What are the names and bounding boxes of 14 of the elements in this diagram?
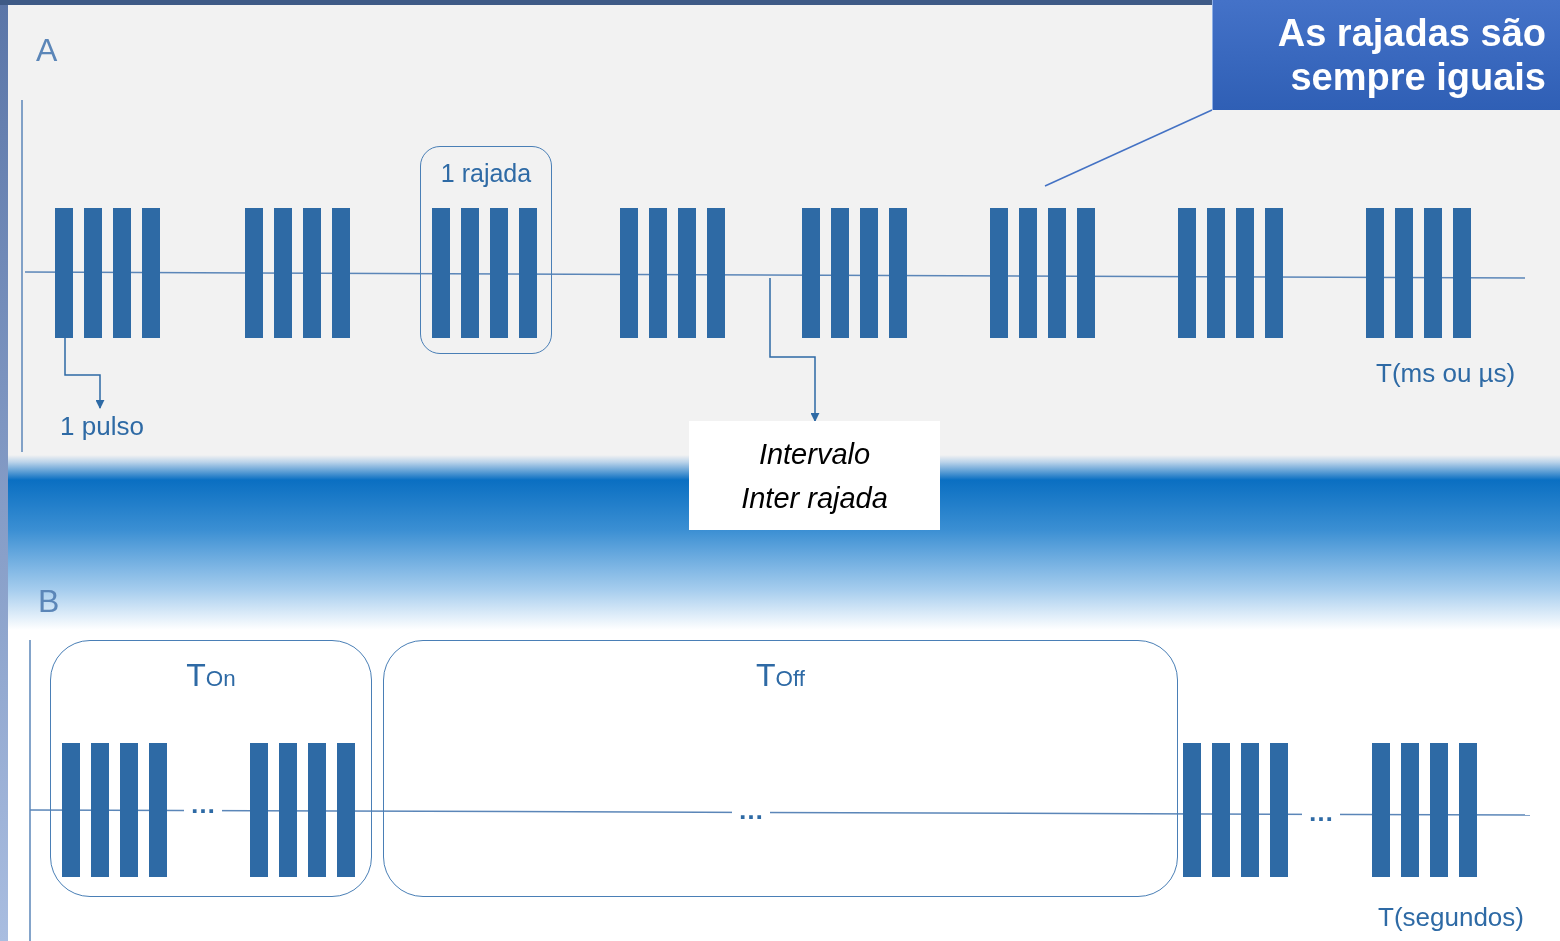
leader-line xyxy=(1044,109,1213,187)
node-text: 1 pulso xyxy=(60,410,144,442)
node-text: Intervalo Inter rajada xyxy=(740,436,889,516)
axis-label: A xyxy=(36,32,58,69)
callout-box xyxy=(1212,0,1560,110)
axis-label: T(segundos) xyxy=(1378,902,1524,933)
axis-label: B xyxy=(38,583,60,620)
node-text: 1 rajada xyxy=(440,159,532,188)
arrow xyxy=(64,337,105,409)
arrow xyxy=(769,277,820,422)
group-frame xyxy=(420,146,552,354)
node-text: As rajadas são sempre iguais xyxy=(1276,11,1546,99)
axis-label: T(ms ou µs) xyxy=(1376,358,1516,389)
interval-label-box xyxy=(689,421,940,530)
